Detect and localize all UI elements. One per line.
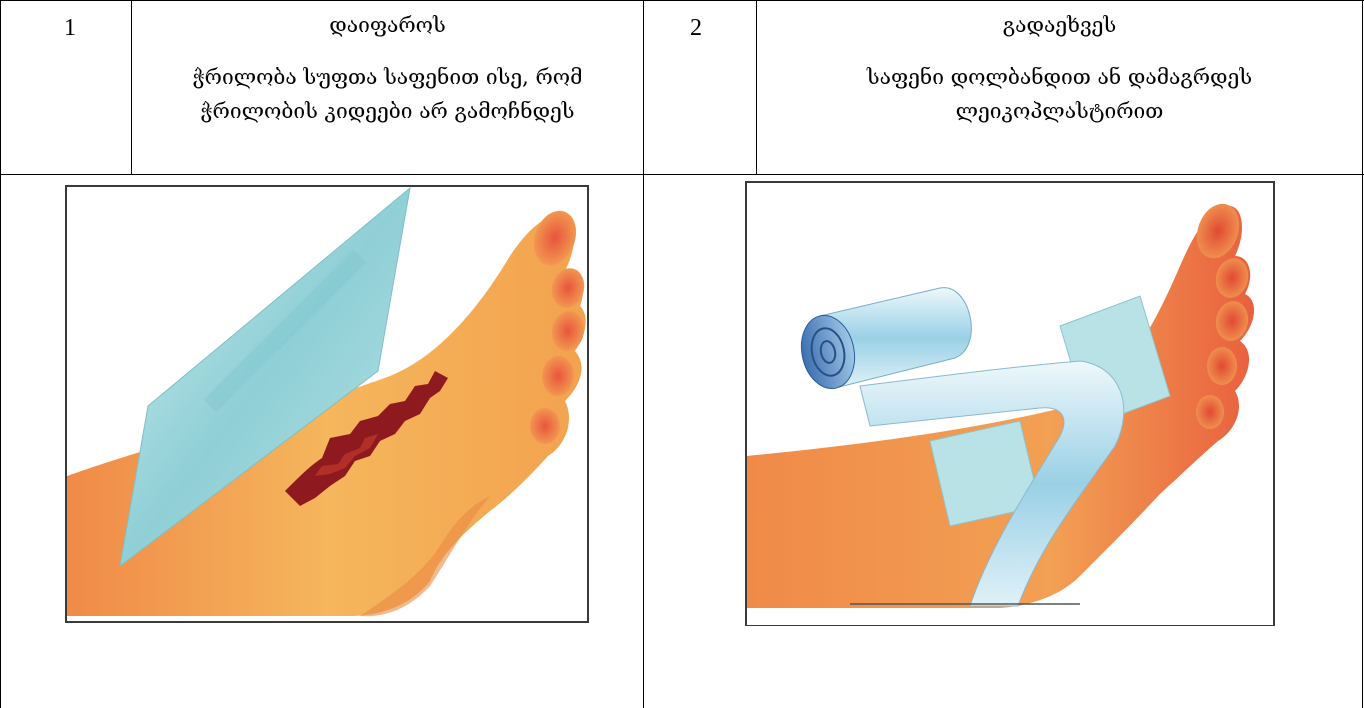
table-border-left [0, 0, 1, 708]
table-border-right [1362, 0, 1363, 708]
step-number: 1 [64, 16, 76, 40]
step-description-line: ჭრილობა სუფთა საფენით ისე, რომ [132, 60, 643, 94]
step-number: 2 [690, 16, 702, 40]
step-header: გადაეხვეს საფენი დოლბანდით ან დამაგრდეს … [757, 8, 1362, 128]
step-title: გადაეხვეს [757, 8, 1362, 42]
header-row-divider [0, 174, 1364, 175]
step-description-line: ჭრილობის კიდეები არ გამოჩნდეს [132, 94, 643, 128]
step-description-line: საფენი დოლბანდით ან დამაგრდეს [757, 60, 1362, 94]
foot-bandage-illustration [740, 176, 1280, 626]
column-divider-middle [643, 0, 644, 708]
foot-gauze-image [60, 176, 593, 626]
step-header: დაიფაროს ჭრილობა სუფთა საფენით ისე, რომ … [132, 8, 643, 128]
foot-wound-gauze-illustration [60, 176, 593, 626]
table-border-top [0, 0, 1364, 1]
step-description-line: ლეიკოპლასტირით [757, 94, 1362, 128]
step-title: დაიფაროს [132, 8, 643, 42]
foot-bandage-image [740, 176, 1280, 626]
